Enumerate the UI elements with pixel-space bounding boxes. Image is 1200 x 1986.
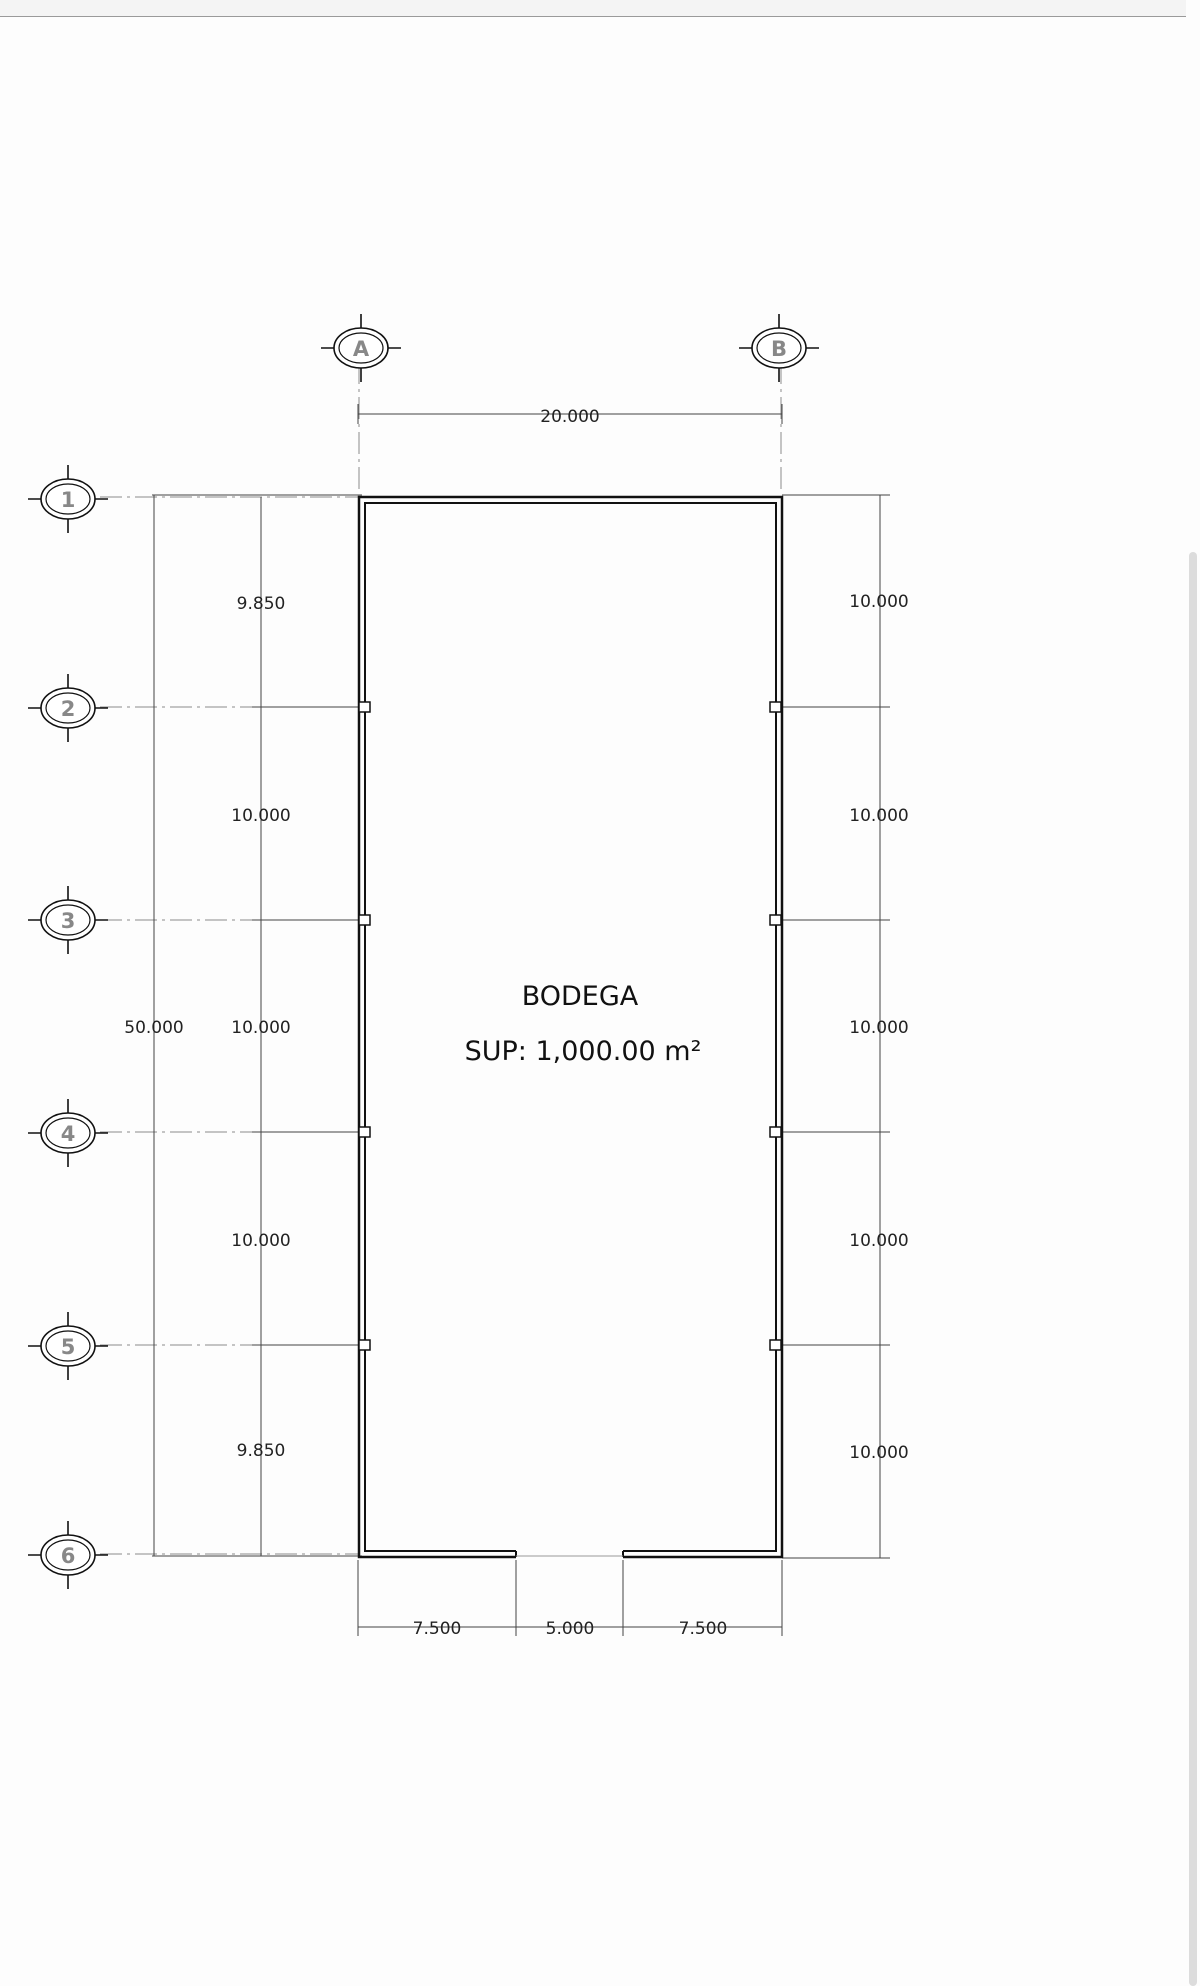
dimension-left-span-5: 9.850	[237, 1441, 286, 1461]
vertical-scrollbar[interactable]	[1186, 0, 1200, 1986]
grid-bubble-3-label: 3	[61, 909, 76, 933]
dimension-right-span-5: 10.000	[849, 1443, 908, 1463]
dimension-left-span-1: 9.850	[237, 594, 286, 614]
building-walls	[357, 495, 784, 1559]
grid-bubble-2-label: 2	[61, 697, 76, 721]
grid-bubble-2: 2	[28, 674, 108, 742]
window-top-edge	[0, 0, 1200, 17]
grid-bubble-4: 4	[28, 1099, 108, 1167]
dimension-bottom-span-1: 7.500	[413, 1619, 462, 1639]
grid-bubble-6-label: 6	[61, 1544, 76, 1568]
grid-bubble-b-label: B	[771, 337, 787, 361]
grid-bubble-5: 5	[28, 1312, 108, 1380]
dimension-top-total: 20.000	[540, 407, 599, 427]
dimension-left-span-4: 10.000	[231, 1231, 290, 1251]
wall-columns	[358, 701, 782, 1351]
dimension-lines	[152, 404, 890, 1636]
dimension-right-span-1: 10.000	[849, 592, 908, 612]
room-name: BODEGA	[522, 981, 639, 1012]
grid-lines	[100, 362, 782, 1555]
dimension-right-span-4: 10.000	[849, 1231, 908, 1251]
dimension-left-total: 50.000	[124, 1018, 183, 1038]
dimension-left-span-3: 10.000	[231, 1018, 290, 1038]
grid-bubble-1: 1	[28, 465, 108, 533]
dimension-bottom-span-2: 5.000	[546, 1619, 595, 1639]
grid-bubble-1-label: 1	[61, 488, 76, 512]
dimension-left-span-2: 10.000	[231, 806, 290, 826]
room-area: SUP: 1,000.00 m²	[465, 1036, 702, 1067]
grid-bubbles: A B 1 2 3 4 5 6	[28, 314, 819, 1589]
grid-bubble-6: 6	[28, 1521, 108, 1589]
grid-bubble-a-label: A	[353, 337, 370, 361]
dimension-right-span-3: 10.000	[849, 1018, 908, 1038]
scrollbar-thumb[interactable]	[1189, 552, 1197, 1986]
dimension-right-span-2: 10.000	[849, 806, 908, 826]
grid-bubble-b: B	[739, 314, 819, 382]
grid-bubble-a: A	[321, 314, 401, 382]
grid-bubble-4-label: 4	[61, 1122, 76, 1146]
grid-bubble-5-label: 5	[61, 1335, 76, 1359]
dimension-bottom-span-3: 7.500	[679, 1619, 728, 1639]
grid-bubble-3: 3	[28, 886, 108, 954]
